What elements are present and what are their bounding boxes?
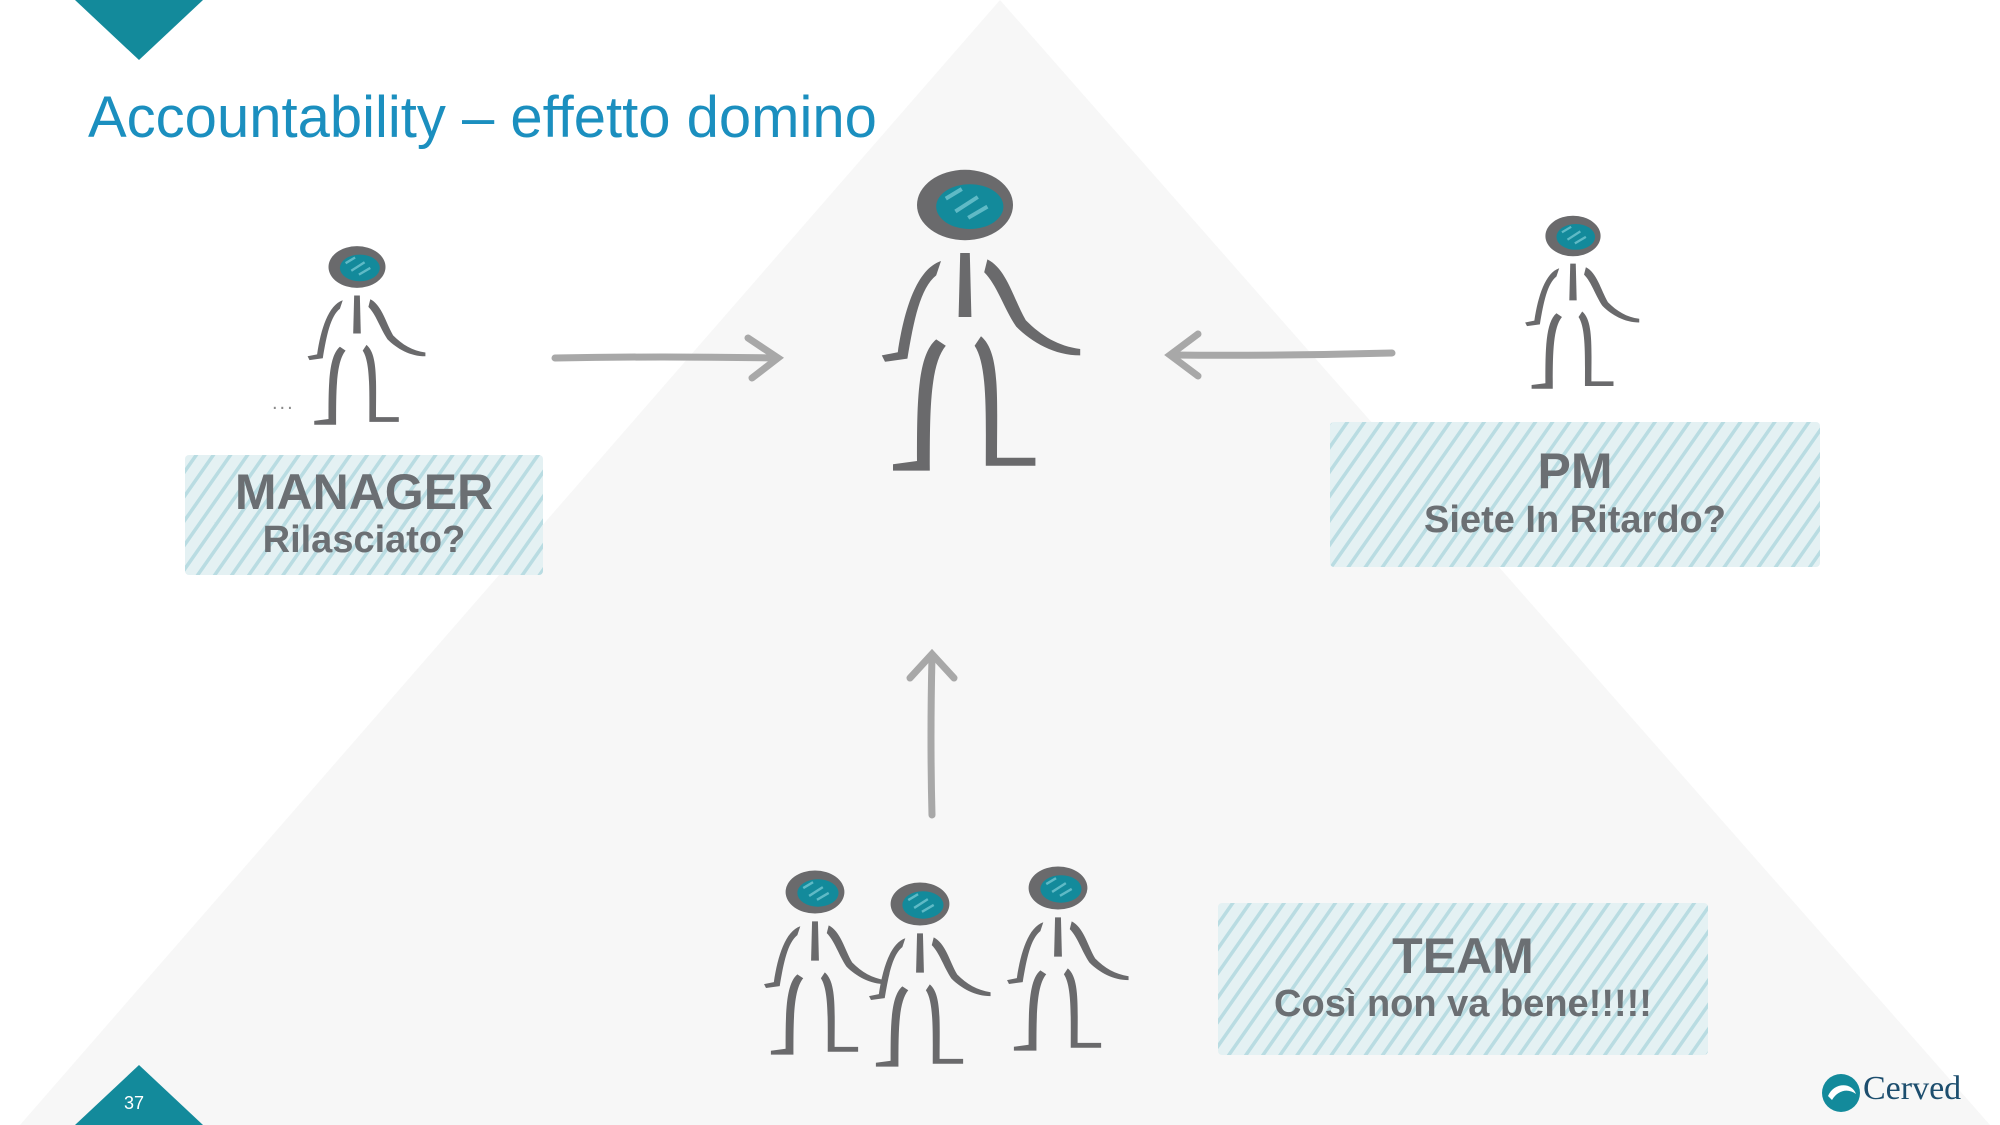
brand-name: Cerved <box>1863 1070 1962 1107</box>
ellipsis-text: ... <box>272 392 295 414</box>
corner-triangle-bottom <box>75 1065 203 1125</box>
pm-label-subtitle: Siete In Ritardo? <box>1424 498 1726 541</box>
manager-label: MANAGER Rilasciato? <box>185 455 543 575</box>
team-label-subtitle: Così non va bene!!!!! <box>1274 983 1652 1026</box>
pm-label-bg <box>1330 422 1820 567</box>
background-pyramid <box>20 0 1990 1125</box>
manager-label-subtitle: Rilasciato? <box>262 519 466 562</box>
page-number: 37 <box>124 1093 145 1113</box>
pm-figure <box>1524 214 1641 390</box>
manager-label-title: MANAGER <box>234 463 494 520</box>
team-label: TEAM Così non va bene!!!!! <box>1218 903 1708 1055</box>
pm-label: PM Siete In Ritardo? <box>1330 422 1820 567</box>
arrow-team-to-center <box>906 648 958 819</box>
arrow-manager-to-center <box>551 334 785 382</box>
cerved-logo-icon <box>1822 1074 1860 1112</box>
team-label-bg <box>1218 903 1708 1055</box>
arrow-pm-to-center <box>1164 330 1396 380</box>
slide-title: Accountability – effetto domino <box>88 85 877 150</box>
manager-figure <box>306 244 427 426</box>
manager-label-bg <box>185 455 543 575</box>
team-label-title: TEAM <box>1392 927 1534 984</box>
corner-triangle-top <box>75 0 203 60</box>
pm-label-title: PM <box>1537 443 1613 500</box>
